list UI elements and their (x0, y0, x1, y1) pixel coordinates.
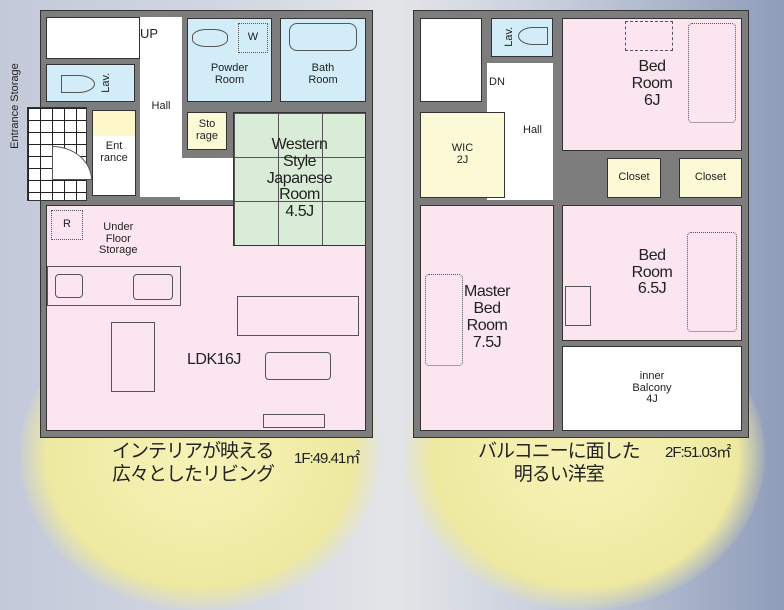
desk-6j (625, 21, 673, 51)
entrance-storage-label: Entrance Storage (9, 63, 21, 149)
sink-icon (192, 29, 228, 47)
staircase-1f (46, 17, 140, 59)
kitchen-counter (47, 266, 181, 306)
washer-space: W (238, 23, 268, 53)
tv-stand (263, 414, 325, 428)
caption-1f: インテリアが映える 広々としたリビング (112, 441, 275, 485)
lavatory-1f: Lav. (46, 64, 135, 102)
sofa (237, 296, 359, 336)
master-bedroom: Master Bed Room 7.5J (420, 205, 554, 431)
walk-in-closet: WIC 2J (420, 112, 505, 198)
powder-room: Powder Room W (187, 18, 272, 102)
storage-1f: Sto rage (187, 112, 227, 150)
hall-1f: UP Hall (140, 17, 182, 197)
lavatory-2f: Lav. (491, 18, 553, 57)
kitchen-sink-icon (133, 274, 173, 300)
toilet-icon-2f (518, 27, 548, 45)
japanese-room: Western Style Japanese Room 4.5J (233, 112, 366, 246)
underfloor-storage: Under Floor Storage (99, 221, 138, 257)
closet-1: Closet (607, 158, 661, 198)
entrance-1f: Ent rance (92, 110, 136, 196)
bed-6-5j (687, 232, 737, 332)
bath-room: Bath Room (280, 18, 366, 102)
stairs-up-label: UP (140, 26, 159, 41)
toilet-icon (61, 75, 95, 93)
bedroom-6j: Bed Room 6J (562, 18, 742, 151)
bathtub-icon (289, 23, 357, 51)
coffee-table (265, 352, 331, 380)
area-1f: 1F:49.41㎡ (294, 450, 360, 467)
caption-2f: バルコニーに面した 明るい洋室 (478, 441, 641, 485)
bedroom-6-5j: Bed Room 6.5J (562, 205, 742, 341)
area-2f: 2F:51.03㎡ (665, 444, 731, 461)
stove-icon (55, 274, 83, 298)
staircase-2f (420, 18, 482, 102)
desk-6-5j (565, 286, 591, 326)
closet-2: Closet (679, 158, 742, 198)
hall-1f-lower (180, 158, 233, 200)
inner-balcony: inner Balcony 4J (562, 346, 742, 431)
bed-6j (688, 23, 736, 123)
bed-master (425, 274, 463, 366)
fridge-space: R (51, 210, 83, 240)
dining-table (111, 322, 155, 392)
